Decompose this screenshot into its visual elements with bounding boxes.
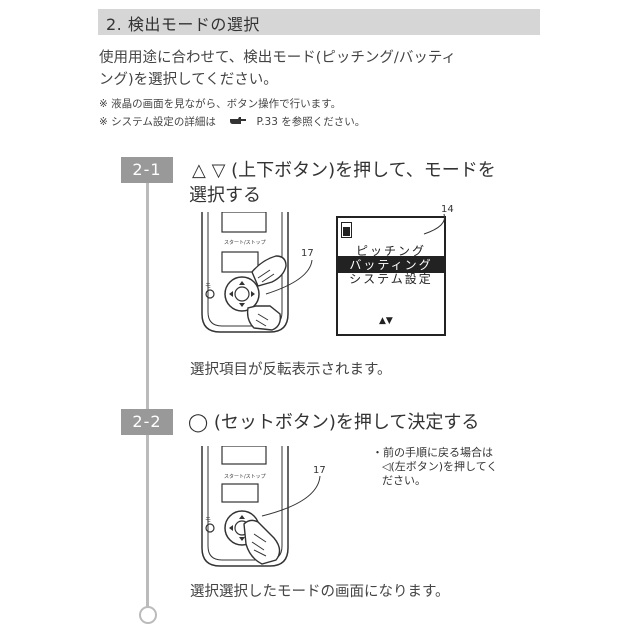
note-2: ※ システム設定の詳細は P.33 を参照ください。 xyxy=(99,114,365,129)
device-1-label: スタート/ストップ xyxy=(224,239,266,246)
step-badge-2-2: 2-2 xyxy=(121,409,173,435)
note-2-prefix: ※ システム設定の詳細は xyxy=(99,116,216,128)
step-1-title-line-2: 選択する xyxy=(189,181,261,207)
intro-line-2: ング)を選択してください。 xyxy=(99,68,278,89)
section-title: 2. 検出モードの選択 xyxy=(106,11,260,35)
step-badge-2-1: 2-1 xyxy=(121,157,173,183)
step-1-result: 選択項目が反転表示されます。 xyxy=(190,358,392,379)
step-2-result: 選択選択したモードの画面になります。 xyxy=(190,580,450,601)
lcd-up-down-arrows: ▲▼ xyxy=(379,316,393,326)
step-1-title-line-1: △ ▽ (上下ボタン)を押して、モードを xyxy=(192,156,496,182)
note-1: ※ 液晶の画面を見ながら、ボタン操作で行います。 xyxy=(99,96,341,111)
intro-line-1: 使用用途に合わせて、検出モード(ピッチング/バッティ xyxy=(99,46,456,67)
battery-icon xyxy=(341,222,352,238)
callout-leader-17-a xyxy=(262,258,322,298)
lcd-item-system-settings: システム設定 xyxy=(338,270,444,287)
step-2-side-note-line-1: ・前の手順に戻る場合は xyxy=(372,446,493,460)
callout-leader-14 xyxy=(418,212,458,236)
step-timeline xyxy=(146,172,149,608)
svg-text:モ: モ xyxy=(205,283,211,290)
pointing-hand-icon xyxy=(229,116,247,128)
step-2-title: ◯ (セットボタン)を押して決定する xyxy=(188,408,479,434)
callout-leader-17-b xyxy=(258,474,330,520)
circle-icon xyxy=(139,606,157,624)
step-2-side-note-line-2: ◁(左ボタン)を押してく xyxy=(382,460,497,474)
step-2-side-note-line-3: ださい。 xyxy=(382,474,426,488)
svg-text:モ: モ xyxy=(205,517,211,524)
note-2-ref: P.33 を参照ください。 xyxy=(257,116,366,128)
